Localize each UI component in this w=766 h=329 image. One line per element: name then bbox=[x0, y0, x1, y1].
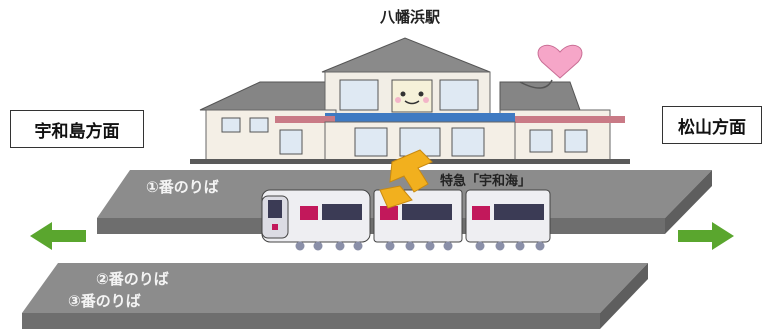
train-wheels bbox=[295, 241, 545, 251]
station-window bbox=[529, 129, 553, 153]
direction-label-left: 宇和島方面 bbox=[10, 110, 144, 148]
arrow-right-icon bbox=[678, 222, 734, 250]
station-building bbox=[190, 37, 630, 164]
platform-end bbox=[600, 263, 648, 329]
train-wheel bbox=[443, 241, 453, 251]
face-cheek bbox=[395, 97, 401, 103]
station-band-left bbox=[275, 116, 335, 123]
train-wheel bbox=[425, 241, 435, 251]
train-wheel bbox=[535, 241, 545, 251]
platform-side bbox=[22, 313, 600, 329]
station-window bbox=[221, 117, 241, 133]
platform-label-track1: ①番のりば bbox=[146, 178, 219, 196]
station-face bbox=[391, 79, 433, 113]
transfer-arrow-icon bbox=[379, 149, 433, 209]
train-accent bbox=[472, 206, 490, 220]
station-band bbox=[325, 113, 515, 122]
face-eye-right bbox=[418, 91, 424, 97]
train-windshield bbox=[268, 200, 282, 218]
station-band-right bbox=[515, 116, 625, 123]
train bbox=[261, 189, 551, 243]
train-wheel bbox=[335, 241, 345, 251]
station-roof-main bbox=[321, 37, 491, 73]
train-wheel bbox=[313, 241, 323, 251]
arrow-left-icon bbox=[30, 222, 86, 250]
platform-top bbox=[22, 263, 648, 313]
train-wheel bbox=[495, 241, 505, 251]
platform-label-track3: ③番のりば bbox=[68, 292, 141, 310]
train-wheel bbox=[475, 241, 485, 251]
station-window bbox=[564, 129, 588, 153]
train-wheel bbox=[405, 241, 415, 251]
station-window bbox=[451, 127, 485, 157]
station-roof-left bbox=[199, 81, 341, 111]
heart-icon bbox=[519, 44, 583, 89]
station-window bbox=[354, 127, 388, 157]
train-wheel bbox=[515, 241, 525, 251]
face-mouth bbox=[404, 100, 420, 105]
station-window bbox=[249, 117, 269, 133]
platform-label-track2: ②番のりば bbox=[96, 270, 169, 288]
train-name-label: 特急「宇和海」 bbox=[440, 174, 532, 189]
train-wheel bbox=[385, 241, 395, 251]
station-window bbox=[439, 79, 479, 111]
train-accent bbox=[380, 206, 398, 220]
train-windows bbox=[402, 204, 452, 220]
station-roof-right bbox=[499, 81, 581, 111]
platform-lower bbox=[22, 263, 648, 329]
direction-label-right: 松山方面 bbox=[662, 106, 762, 144]
platform-end bbox=[665, 170, 712, 234]
train-accent bbox=[300, 206, 318, 220]
train-windows bbox=[494, 204, 544, 220]
train-wheel bbox=[295, 241, 305, 251]
face-cheek bbox=[423, 97, 429, 103]
station-window bbox=[279, 129, 303, 155]
station-name: 八幡浜駅 bbox=[380, 8, 441, 26]
train-headlight bbox=[272, 224, 278, 230]
face-eye-left bbox=[400, 91, 406, 97]
train-windows bbox=[322, 204, 362, 220]
train-wheel bbox=[353, 241, 363, 251]
station-window bbox=[339, 79, 379, 111]
